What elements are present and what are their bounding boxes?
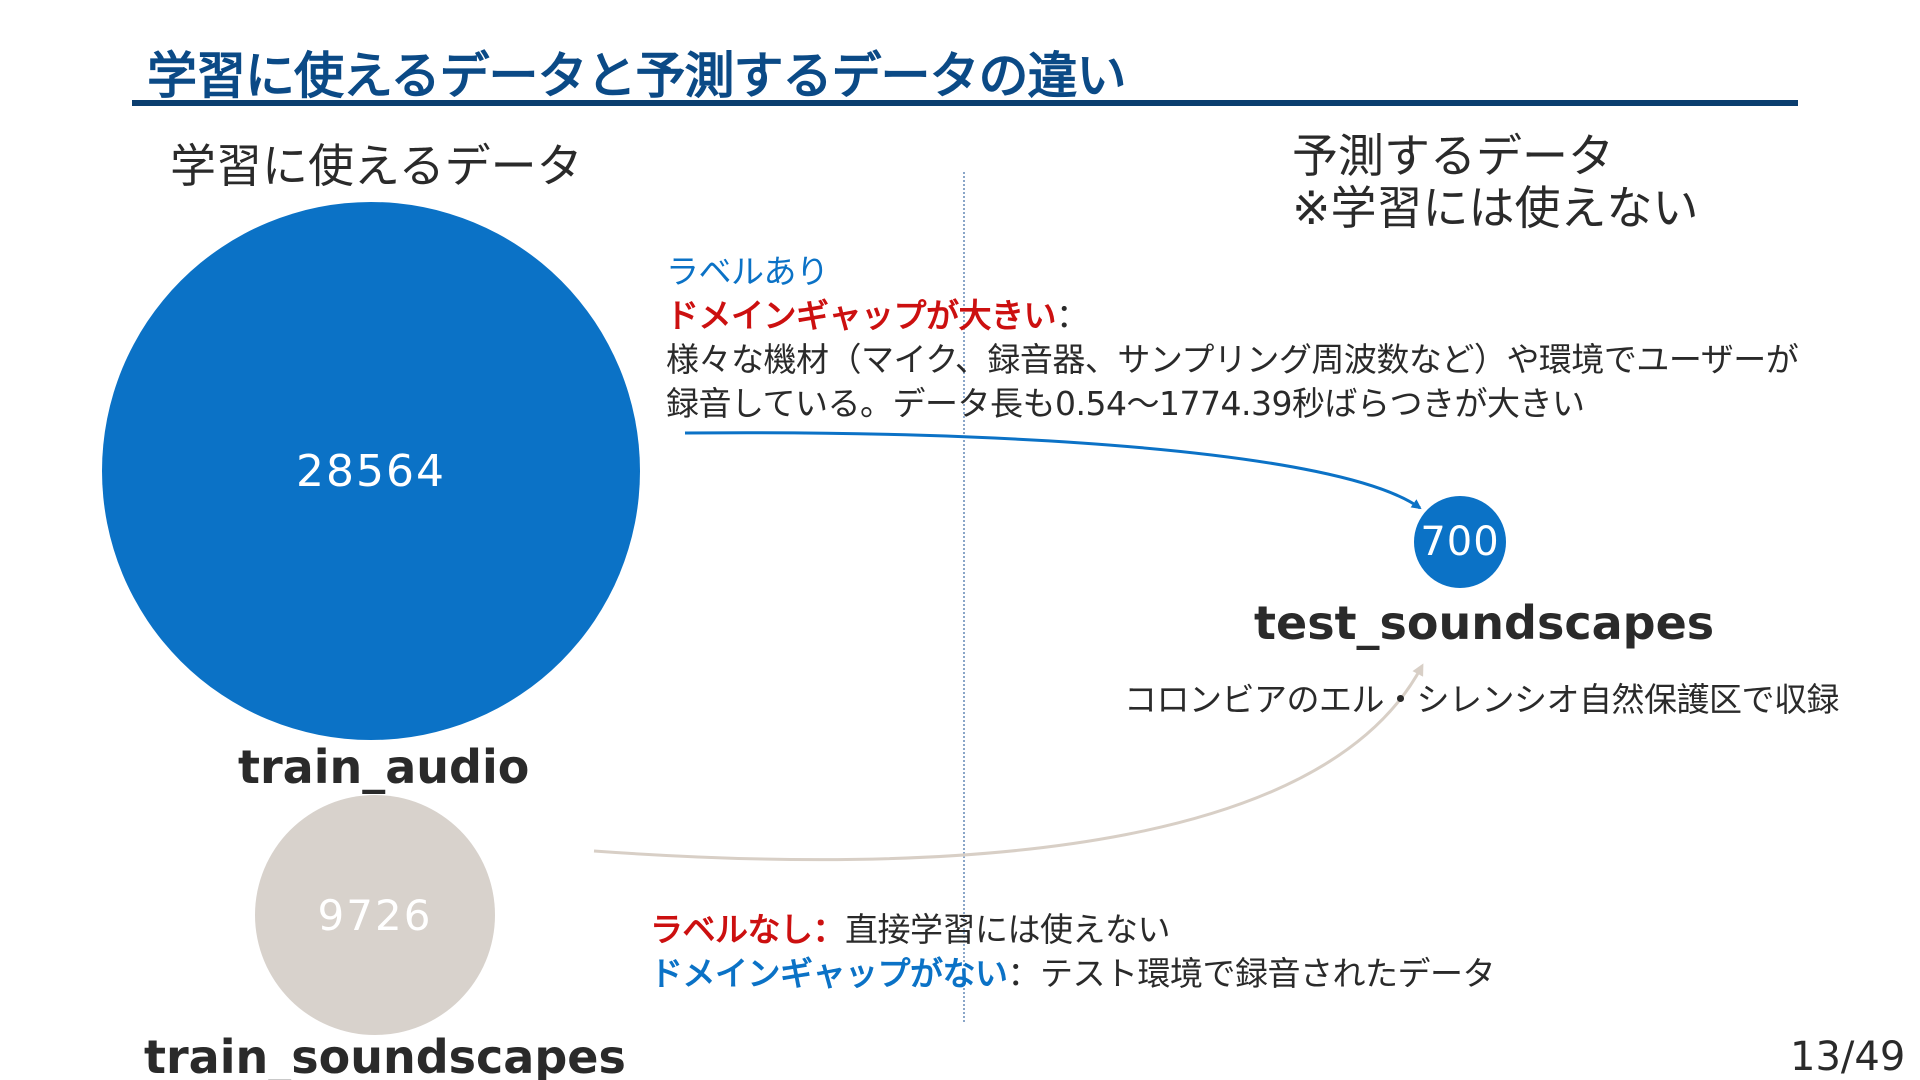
no-domain-gap-line: ドメインギャップがない：テスト環境で録音されたデータ: [650, 952, 1495, 996]
right-heading-line2: ※学習には使えない: [1292, 181, 1699, 235]
page-number: 13/49: [1790, 1034, 1906, 1080]
train-soundscapes-circle: 9726: [255, 795, 495, 1035]
train-audio-label: train_audio: [238, 740, 530, 794]
test-soundscapes-circle: 700: [1414, 496, 1506, 588]
labeled-note: ラベルあり: [666, 252, 829, 291]
domain-gap-large-line: ドメインギャップが大きい：: [666, 294, 1798, 338]
title-underline: [132, 100, 1798, 106]
train-audio-circle: 28564: [102, 202, 640, 740]
unlabeled-detail: 直接学習には使えない: [845, 910, 1171, 949]
unlabeled-line: ラベルなし：直接学習には使えない: [650, 908, 1495, 952]
train-soundscapes-label: train_soundscapes: [144, 1030, 626, 1080]
train-audio-detail-line2: 録音している。データ長も0.54～1774.39秒ばらつきが大きい: [666, 384, 1585, 423]
test-soundscapes-label: test_soundscapes: [1254, 596, 1715, 650]
slide-title: 学習に使えるデータと予測するデータの違い: [147, 47, 1126, 105]
right-section-heading: 予測するデータ ※学習には使えない: [1292, 130, 1699, 234]
train-audio-detail-line1: 様々な機材（マイク、録音器、サンプリング周波数など）や環境でユーザーが: [666, 340, 1799, 379]
left-section-heading: 学習に使えるデータ: [170, 139, 583, 193]
train-soundscapes-annotation: ラベルなし：直接学習には使えない ドメインギャップがない：テスト環境で録音された…: [650, 908, 1495, 996]
domain-gap-large-term: ドメインギャップが大きい: [666, 296, 1057, 335]
test-soundscapes-count: 700: [1420, 519, 1500, 565]
train-audio-count: 28564: [296, 445, 446, 497]
train-audio-to-test-arrow: [684, 431, 1422, 510]
unlabeled-term: ラベルなし：: [650, 910, 846, 949]
no-domain-gap-term: ドメインギャップがない: [650, 954, 1008, 993]
train-soundscapes-count: 9726: [317, 890, 433, 940]
domain-gap-colon: ：: [1056, 296, 1089, 335]
train-audio-annotation: ラベルあり ドメインギャップが大きい： 様々な機材（マイク、録音器、サンプリング…: [666, 250, 1799, 426]
test-location-note: コロンビアのエル・シレンシオ自然保護区で収録: [1124, 680, 1840, 719]
section-divider: [963, 172, 965, 1022]
right-heading-line1: 予測するデータ: [1292, 129, 1614, 183]
no-domain-gap-detail: ：テスト環境で録音されたデータ: [1007, 954, 1496, 993]
